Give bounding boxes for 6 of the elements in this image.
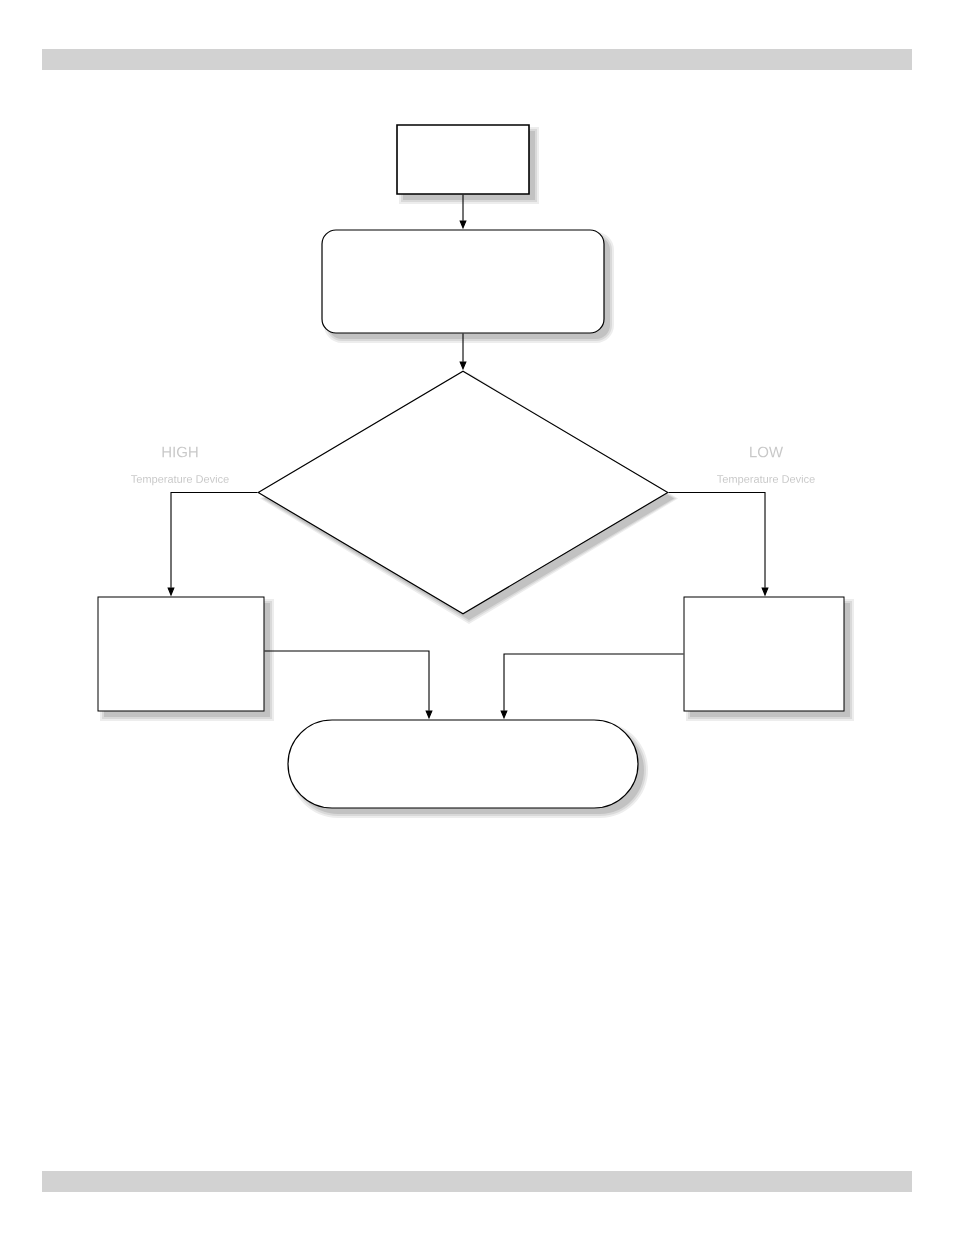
rounded-box bbox=[321, 229, 614, 343]
process-box bbox=[683, 596, 854, 721]
terminal-shape bbox=[287, 719, 648, 818]
process-box bbox=[97, 596, 274, 721]
process-box bbox=[396, 124, 539, 204]
decision-diamond bbox=[257, 370, 678, 624]
